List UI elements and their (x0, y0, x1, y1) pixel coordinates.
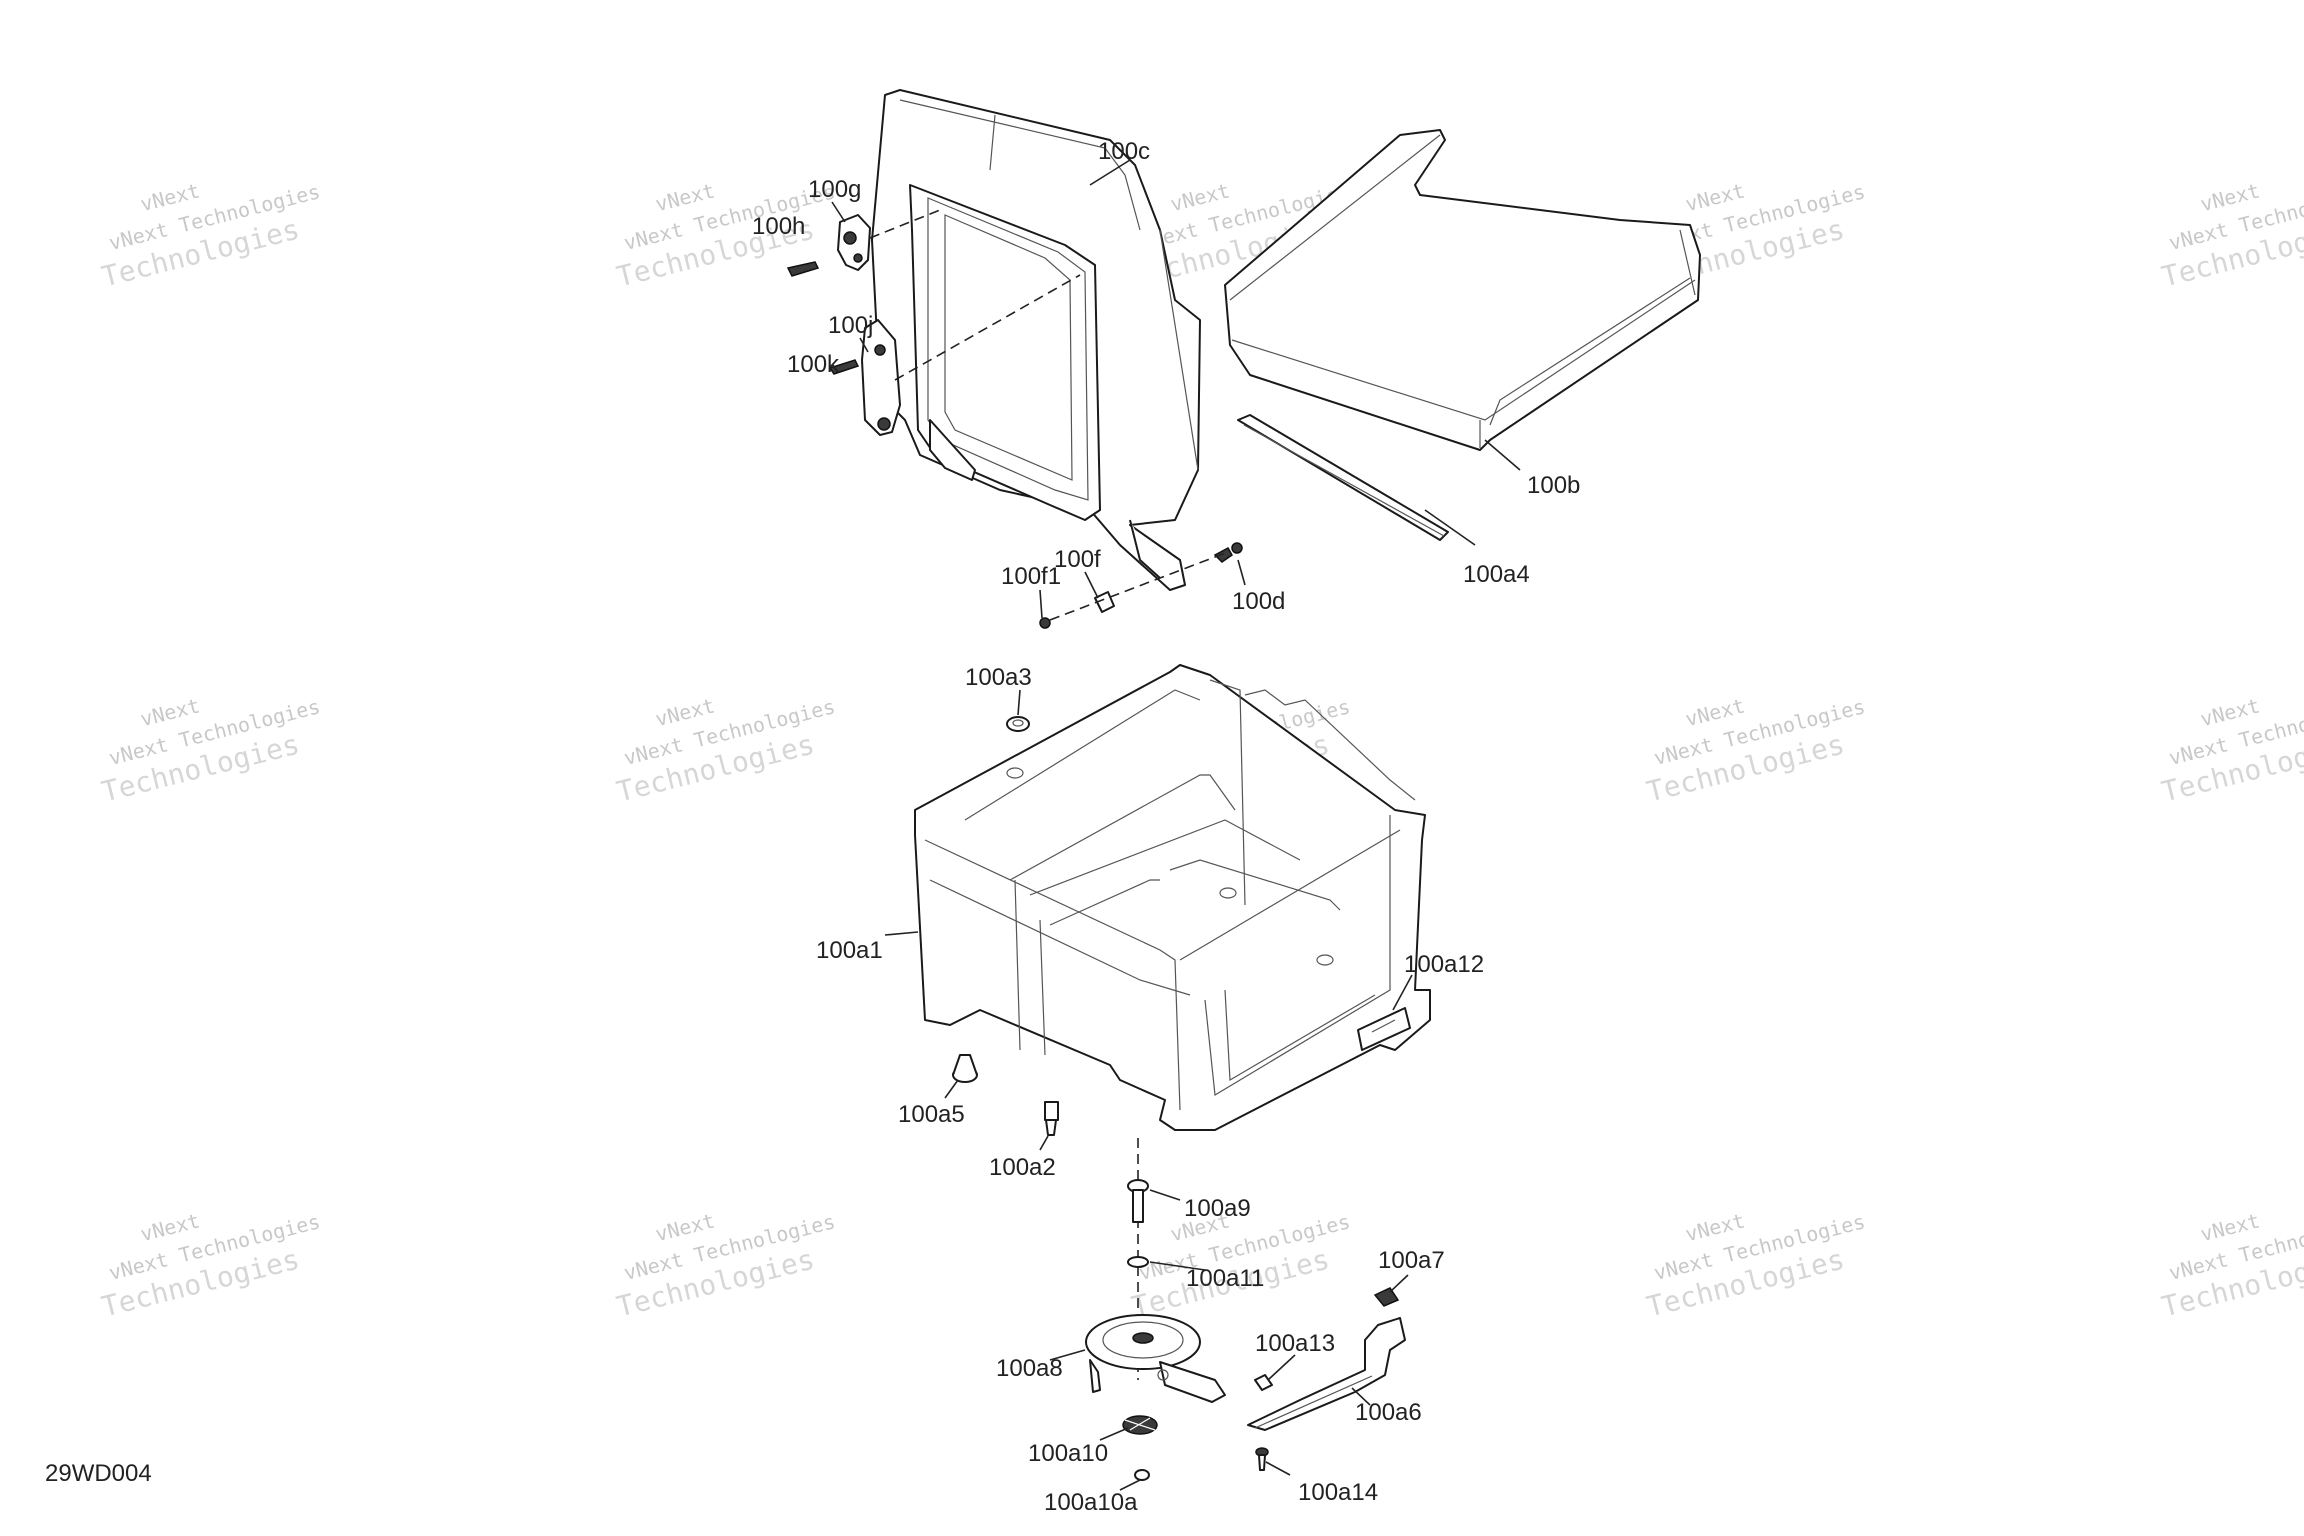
callout-100a3: 100a3 (965, 664, 1032, 691)
callout-100b: 100b (1527, 472, 1580, 499)
lever-part (1247, 1317, 1406, 1431)
screw-part (1255, 1447, 1269, 1471)
callout-100h: 100h (752, 213, 805, 240)
callout-100a10: 100a10 (1028, 1440, 1108, 1467)
callout-100f1: 100f1 (1001, 563, 1061, 590)
hinge-cover-lower (828, 319, 901, 436)
label-plate-part (1357, 1007, 1411, 1051)
seat-rail-part (1237, 414, 1449, 541)
callout-100a7: 100a7 (1378, 1247, 1445, 1274)
backrest-fasteners (1039, 542, 1243, 629)
callout-100a5: 100a5 (898, 1101, 965, 1128)
callout-100a2: 100a2 (989, 1154, 1056, 1181)
callout-100f: 100f (1054, 546, 1101, 573)
callout-100a14: 100a14 (1298, 1479, 1378, 1506)
callout-100a11: 100a11 (1186, 1265, 1264, 1292)
callout-100a10a: 100a10a (1044, 1489, 1138, 1516)
seat-backrest-part (871, 89, 1201, 591)
rubber-foot-part (952, 1054, 978, 1083)
callout-100a13: 100a13 (1255, 1330, 1335, 1357)
callout-100a1: 100a1 (816, 937, 883, 964)
callout-100c: 100c (1098, 138, 1150, 165)
callout-100a12: 100a12 (1404, 951, 1484, 978)
latch-clip-part (1373, 1287, 1400, 1307)
leader-lines (831, 159, 1521, 1491)
swivel-disc-part (1122, 1415, 1158, 1435)
callout-100g: 100g (808, 176, 861, 203)
callout-100k: 100k (787, 351, 840, 378)
nut-part (1134, 1469, 1150, 1481)
pivot-pin-part (1127, 1179, 1149, 1223)
seat-cushion-part (1224, 129, 1701, 451)
callout-100a4: 100a4 (1463, 561, 1530, 588)
grommet-part (1006, 716, 1030, 732)
callout-100a8: 100a8 (996, 1355, 1063, 1382)
bolt-part (1044, 1101, 1059, 1136)
seat-base-part (914, 664, 1431, 1131)
hinge-cover-upper (786, 214, 871, 277)
callout-100a9: 100a9 (1184, 1195, 1251, 1222)
callout-100j: 100j (828, 312, 873, 339)
drawing-id: 29WD004 (45, 1460, 152, 1487)
callout-100a6: 100a6 (1355, 1399, 1422, 1426)
washer-part (1127, 1256, 1149, 1268)
callout-labels: 100c 100g 100h 100j 100k 100b 100a4 100f… (752, 138, 1580, 1516)
callout-100d: 100d (1232, 588, 1285, 615)
swivel-plate-part (1085, 1314, 1226, 1403)
